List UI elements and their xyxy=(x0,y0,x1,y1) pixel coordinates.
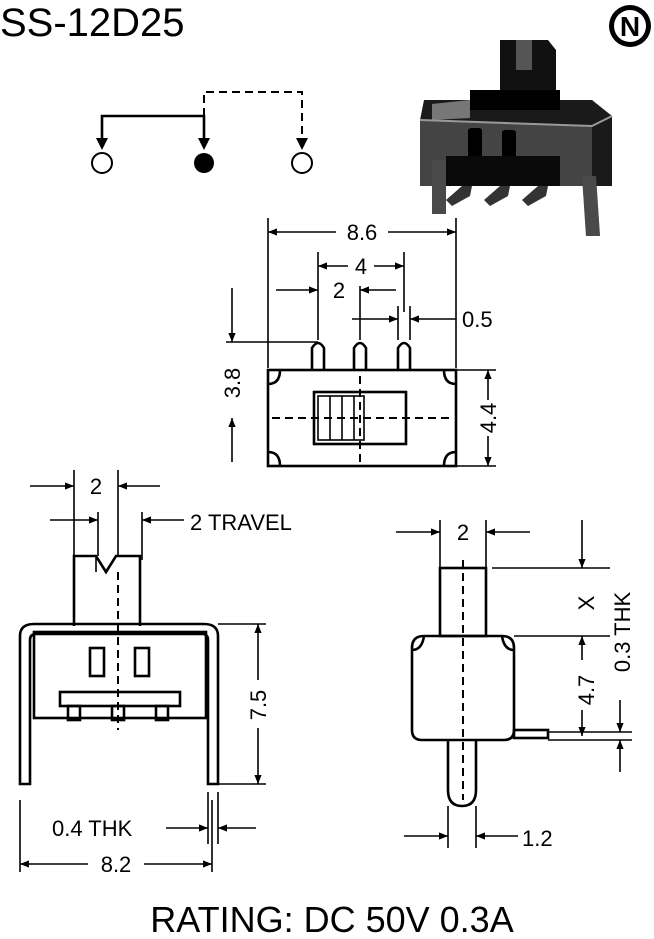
product-photo xyxy=(419,40,613,236)
dim-actuator-width: 2 xyxy=(457,520,469,545)
rating-text: RATING: DC 50V 0.3A xyxy=(150,899,513,939)
dim-height: 7.5 xyxy=(246,690,271,721)
terminal-3 xyxy=(291,152,313,174)
dim-pin-width: 0.5 xyxy=(462,307,493,332)
switch-schematic xyxy=(91,91,313,174)
dim-body-depth: 4.4 xyxy=(476,403,501,434)
dim-travel: 2 TRAVEL xyxy=(190,510,292,535)
side-view: 2 X 4.7 0.3 THK 1.2 xyxy=(396,520,635,851)
terminal-1 xyxy=(91,152,113,174)
dim-pin-pitch: 2 xyxy=(333,278,345,303)
dim-actuator-width: 2 xyxy=(90,474,102,499)
dim-overall-width: 8.6 xyxy=(347,220,378,245)
dim-body-height: 4.7 xyxy=(574,675,599,706)
terminal-common xyxy=(194,153,214,173)
dim-leg-thickness: 0.3 THK xyxy=(610,592,635,673)
dim-pin-span: 4 xyxy=(355,254,367,279)
part-number-title: SS-12D25 xyxy=(0,1,185,45)
dim-actuator-height: X xyxy=(574,595,599,610)
top-view: 8.6 4 2 0.5 3.8 4.4 xyxy=(220,218,501,468)
manufacturer-logo: N xyxy=(609,5,651,47)
dim-pin-width: 1.2 xyxy=(522,826,553,851)
front-view: 2 2 TRAVEL 7.5 0.4 THK xyxy=(18,470,292,877)
logo-letter: N xyxy=(620,11,640,42)
dim-leg-thickness: 0.4 THK xyxy=(52,816,133,841)
dim-overall-width: 8.2 xyxy=(101,852,132,877)
dim-pin-length: 3.8 xyxy=(220,368,245,399)
